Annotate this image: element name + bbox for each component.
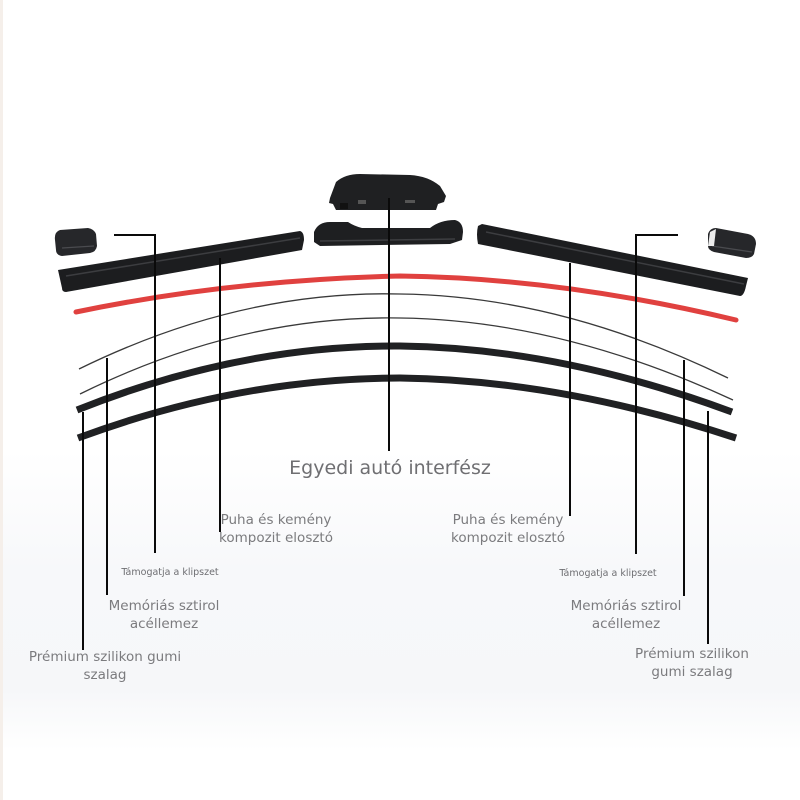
label-line: kompozit elosztó bbox=[219, 529, 333, 546]
leader-lines-left bbox=[82, 234, 221, 650]
rubber-strip-upper-icon bbox=[75, 342, 734, 416]
left-end-cap-icon bbox=[54, 228, 97, 256]
label-line: Prémium szilikon gumi bbox=[28, 649, 182, 665]
label-line: acéllemez bbox=[129, 615, 199, 632]
label-line: kompozit elosztó bbox=[451, 529, 565, 546]
label-right-steel: Memóriás sztirol acéllemez bbox=[546, 598, 706, 633]
steel-spring-upper-icon bbox=[78, 293, 729, 379]
connector-adapter-icon bbox=[329, 174, 446, 210]
background-fade bbox=[0, 450, 800, 750]
label-left-clip: Támogatja a klipszet bbox=[121, 567, 219, 578]
label-line: Puha és kemény bbox=[452, 512, 564, 528]
label-line: Memóriás sztirol bbox=[570, 598, 682, 614]
label-right-spoiler: Puha és kemény kompozit elosztó bbox=[428, 512, 588, 547]
right-spoiler-icon bbox=[477, 224, 748, 296]
label-left-steel: Memóriás sztirol acéllemez bbox=[84, 598, 244, 633]
label-line: Prémium szilikon bbox=[635, 646, 749, 662]
label-line: Memóriás sztirol bbox=[108, 598, 220, 614]
steel-spring-lower-icon bbox=[79, 317, 734, 401]
right-end-cap-icon bbox=[708, 228, 756, 258]
label-line: acéllemez bbox=[591, 615, 661, 632]
label-line: Puha és kemény bbox=[220, 512, 332, 528]
label-right-rubber: Prémium szilikon gumi szalag bbox=[612, 646, 772, 681]
rubber-strip-lower-icon bbox=[76, 374, 738, 442]
left-spoiler-icon bbox=[58, 231, 304, 292]
label-line: gumi szalag bbox=[651, 663, 733, 680]
edge-strip bbox=[0, 0, 3, 800]
label-left-rubber: Prémium szilikon gumi szalag bbox=[10, 649, 200, 684]
label-right-clip: Támogatja a klipszet bbox=[559, 568, 657, 579]
leader-lines-right bbox=[569, 234, 709, 644]
label-left-spoiler: Puha és kemény kompozit elosztó bbox=[196, 512, 356, 547]
red-strip-icon bbox=[73, 273, 739, 323]
label-line: szalag bbox=[83, 666, 127, 683]
label-custom-car-interface: Egyedi autó interfész bbox=[289, 457, 491, 479]
